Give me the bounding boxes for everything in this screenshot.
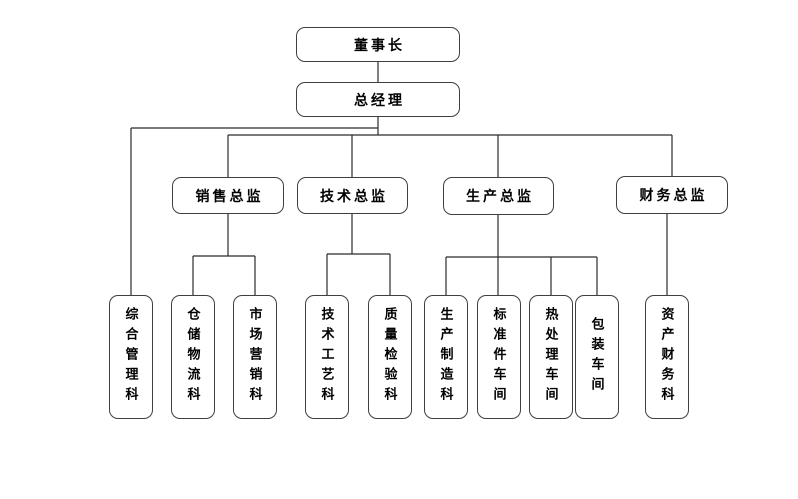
node-chairman: 董事长 <box>296 27 460 62</box>
node-general-manager: 总经理 <box>296 82 460 117</box>
node-dept-quality-inspection: 质量检验科 <box>368 295 412 419</box>
node-workshop-standard-parts: 标准件车间 <box>477 295 521 419</box>
node-dept-manufacturing: 生产制造科 <box>424 295 468 419</box>
node-workshop-packaging: 包装车间 <box>575 295 619 419</box>
node-dept-asset-finance: 资产财务科 <box>645 295 689 419</box>
node-director-production: 生产总监 <box>443 177 554 215</box>
node-director-technology: 技术总监 <box>297 177 408 214</box>
node-workshop-heat-treatment: 热处理车间 <box>529 295 573 419</box>
node-dept-tech-process: 技术工艺科 <box>305 295 349 419</box>
node-dept-general-admin: 综合管理科 <box>109 295 153 419</box>
node-director-finance: 财务总监 <box>616 176 728 214</box>
node-dept-warehouse-logistics: 仓储物流科 <box>171 295 215 419</box>
node-director-sales: 销售总监 <box>172 177 284 214</box>
node-dept-marketing: 市场营销科 <box>233 295 277 419</box>
